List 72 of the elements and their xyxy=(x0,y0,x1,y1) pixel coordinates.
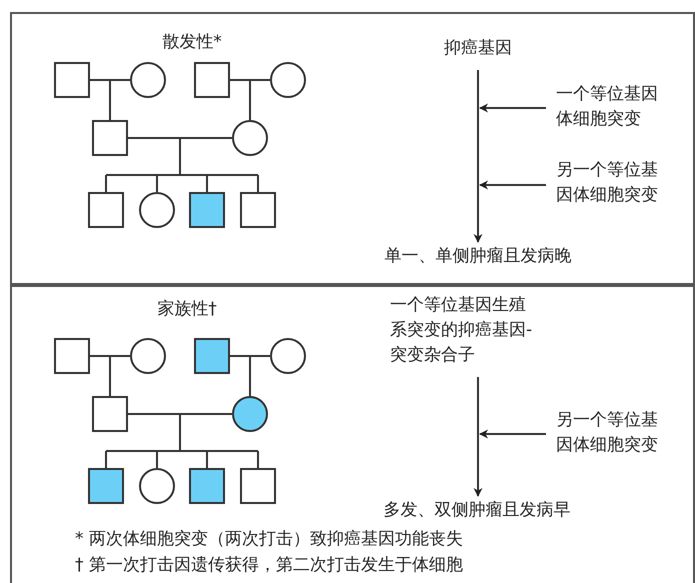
pedigree-square xyxy=(54,338,90,374)
arrow xyxy=(479,180,546,190)
marriage-line xyxy=(128,413,180,415)
descent-line xyxy=(156,175,158,192)
descent-line xyxy=(249,80,251,120)
affected-square xyxy=(194,338,230,374)
marriage-line xyxy=(90,355,110,357)
descent-line xyxy=(109,80,111,120)
step-text: 一个等位基因体细胞突变 xyxy=(556,82,664,132)
pedigree-circle xyxy=(139,468,175,504)
pedigree-circle xyxy=(130,62,166,98)
descent-line xyxy=(157,174,180,176)
pedigree-circle xyxy=(232,120,268,156)
marriage-line xyxy=(128,137,180,139)
arrow xyxy=(479,104,546,112)
descent-line xyxy=(180,450,207,452)
step-text: 一个等位基因生殖系突变的抑癌基因-突变杂合子 xyxy=(390,293,538,369)
descent-line xyxy=(207,174,258,176)
footnote: † 第一次打击因遗传获得，第二次打击发生于体细胞 xyxy=(75,554,463,577)
descent-line xyxy=(106,450,157,452)
panel xyxy=(10,12,695,285)
descent-line xyxy=(179,138,181,175)
descent-line xyxy=(106,174,157,176)
pedigree-square xyxy=(92,120,128,156)
affected-square xyxy=(189,468,225,504)
marriage-line xyxy=(230,79,250,81)
panel xyxy=(10,285,695,583)
descent-line xyxy=(207,450,258,452)
pedigree-circle xyxy=(139,192,175,228)
step-text: 另一个等位基因体细胞突变 xyxy=(556,408,664,458)
descent-line xyxy=(156,451,158,468)
descent-line xyxy=(109,356,111,396)
marriage-line xyxy=(250,79,270,81)
pedigree-square xyxy=(194,62,230,98)
pedigree-square xyxy=(88,192,124,228)
step-text: 多发、双侧肿瘤且发病早 xyxy=(357,498,597,524)
step-text: 单一、单侧肿瘤且发病晚 xyxy=(353,244,603,270)
panel-heading: 散发性* xyxy=(161,31,223,54)
descent-line xyxy=(206,175,208,192)
arrow xyxy=(474,70,482,243)
descent-line xyxy=(179,414,181,451)
marriage-line xyxy=(250,355,270,357)
arrow xyxy=(474,377,482,497)
pedigree-circle xyxy=(270,338,306,374)
marriage-line xyxy=(110,355,130,357)
marriage-line xyxy=(110,79,130,81)
descent-line xyxy=(257,451,259,468)
step-text: 抑癌基因 xyxy=(428,36,528,62)
descent-line xyxy=(257,175,259,192)
affected-circle xyxy=(232,396,268,432)
marriage-line xyxy=(90,79,110,81)
descent-line xyxy=(105,451,107,468)
marriage-line xyxy=(180,413,232,415)
affected-square xyxy=(88,468,124,504)
marriage-line xyxy=(180,137,232,139)
descent-line xyxy=(249,356,251,396)
step-text: 另一个等位基因体细胞突变 xyxy=(556,158,664,208)
panel-heading: 家族性† xyxy=(156,298,218,321)
marriage-line xyxy=(230,355,250,357)
footnote: * 两次体细胞突变（两次打击）致抑癌基因功能丧失 xyxy=(75,528,463,551)
pedigree-circle xyxy=(270,62,306,98)
pedigree-circle xyxy=(130,338,166,374)
pedigree-square xyxy=(92,396,128,432)
descent-line xyxy=(180,174,207,176)
pedigree-square xyxy=(54,62,90,98)
descent-line xyxy=(105,175,107,192)
pedigree-square xyxy=(240,468,276,504)
affected-square xyxy=(189,192,225,228)
pedigree-square xyxy=(240,192,276,228)
descent-line xyxy=(206,451,208,468)
arrow xyxy=(479,430,546,438)
descent-line xyxy=(157,450,180,452)
